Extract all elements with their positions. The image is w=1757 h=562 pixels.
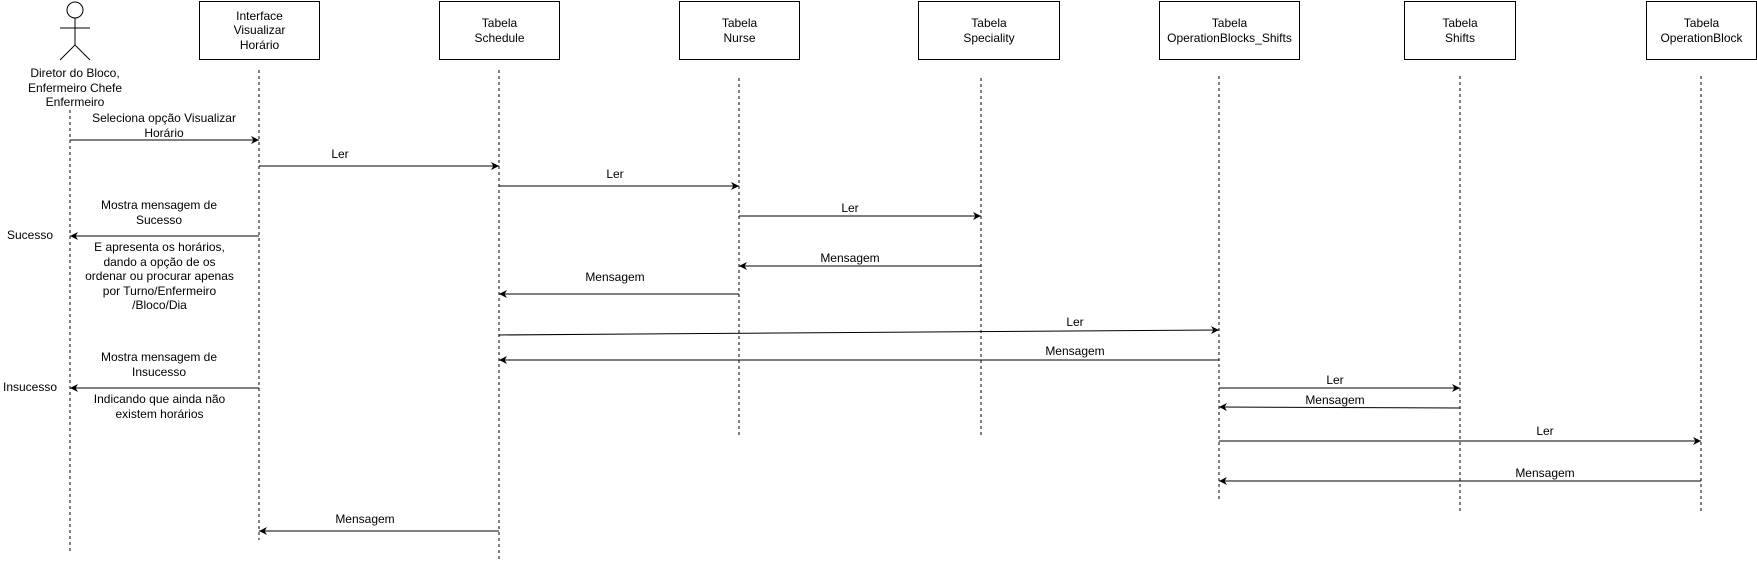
message-label: Mensagem xyxy=(1305,393,1365,407)
participant-nurse: Tabela Nurse xyxy=(679,1,800,60)
message-label: Mostra mensagem de Insucesso xyxy=(100,350,218,379)
insucesso-label: Insucesso xyxy=(2,380,58,394)
message-label: Ler xyxy=(1536,424,1554,438)
message-label: Ler xyxy=(841,201,859,215)
insucesso-detail: Indicando que ainda não existem horários xyxy=(93,392,226,421)
participant-speciality: Tabela Speciality xyxy=(918,1,1060,60)
message-label: Seleciona opção Visualizar Horário xyxy=(92,111,236,140)
sucesso-label: Sucesso xyxy=(6,228,54,242)
message-label: Ler xyxy=(1326,373,1344,387)
actor-label: Diretor do Bloco, Enfermeiro Chefe Enfer… xyxy=(27,66,123,109)
message-label: Mostra mensagem de Sucesso xyxy=(100,198,218,227)
message-label: Mensagem xyxy=(1515,466,1575,480)
actor-icon xyxy=(59,1,91,61)
message-arrow xyxy=(1218,403,1461,412)
message-arrow xyxy=(498,326,1220,336)
message-label: Mensagem xyxy=(585,270,645,284)
participant-interface: Interface Visualizar Horário xyxy=(199,1,320,60)
participant-opblocks-shifts: Tabela OperationBlocks_Shifts xyxy=(1159,1,1300,60)
message-label: Mensagem xyxy=(1045,344,1105,358)
message-label: Mensagem xyxy=(820,251,880,265)
participant-schedule: Tabela Schedule xyxy=(439,1,560,60)
message-label: Ler xyxy=(1066,315,1084,329)
message-label: Mensagem xyxy=(335,512,395,526)
participant-shifts: Tabela Shifts xyxy=(1404,1,1516,60)
participant-opblock: Tabela OperationBlock xyxy=(1646,1,1757,60)
sucesso-detail: E apresenta os horários, dando a opção d… xyxy=(85,240,234,312)
message-label: Ler xyxy=(606,167,624,181)
message-label: Ler xyxy=(331,147,349,161)
